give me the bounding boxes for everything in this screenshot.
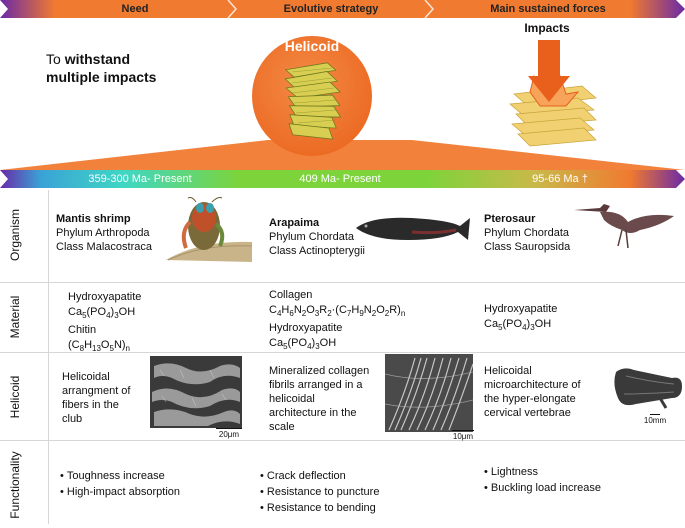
- scale-bar-10mm: 10mm: [640, 414, 670, 425]
- organism-name: Arapaima: [269, 217, 320, 229]
- functionality-item: Buckling load increase: [484, 480, 601, 496]
- need-text-pre: To: [46, 51, 65, 67]
- scale-bar-line: [650, 414, 660, 415]
- organism-pterosaur: Pterosaur Phylum Chordata Class Sauropsi…: [484, 212, 570, 254]
- functionality-item: Toughness increase: [60, 468, 180, 484]
- material-formula-chitin: (C8H13O5N)n: [68, 339, 130, 354]
- mantis-sem-image: [150, 356, 242, 428]
- need-text-bold2: multiple impacts: [46, 69, 157, 85]
- mantis-shrimp-image: [166, 197, 253, 262]
- helicoid-line: arrangment of: [62, 385, 131, 397]
- organism-class: Class Actinopterygii: [269, 245, 365, 257]
- row-label-helicoid: Helicoid: [8, 375, 22, 419]
- helicoid-line: cervical vertebrae: [484, 407, 571, 419]
- material-formula-ca5po43oh: Ca5(PO4)3OH: [269, 337, 337, 352]
- helicoid-line: Helicoidal: [62, 371, 110, 383]
- material-formula-ca5po43oh: Ca5(PO4)3OH: [484, 318, 552, 333]
- helicoid-line: architecture in the: [269, 407, 357, 419]
- scale-bar-line: [452, 430, 474, 431]
- era-label-3: 95-66 Ma †: [532, 173, 588, 185]
- helicoid-col1-text: Helicoidal arrangment of fibers in the c…: [62, 370, 130, 426]
- functionality-item: Resistance to puncture: [260, 484, 380, 500]
- row-divider-2: [0, 352, 685, 353]
- header-need: Need: [121, 3, 149, 15]
- label-column-divider: [48, 190, 49, 524]
- organism-phylum: Phylum Arthropoda: [56, 227, 150, 239]
- helicoid-line: fibers in the: [62, 399, 119, 411]
- need-text-bold1: withstand: [64, 51, 131, 67]
- organism-class: Class Malacostraca: [56, 241, 152, 253]
- helicoid-stack-icon: [284, 62, 342, 140]
- header-evolutive-strategy: Evolutive strategy: [283, 3, 379, 15]
- helicoid-funnel: [0, 36, 685, 188]
- helicoid-col2-text: Mineralized collagen fibrils arranged in…: [269, 364, 369, 434]
- material-col3: Hydroxyapatite Ca5(PO4)3OH: [484, 302, 557, 335]
- need-text: To withstand multiple impacts: [46, 50, 156, 86]
- functionality-item: Lightness: [484, 464, 601, 480]
- helicoid-line: helicoidal: [269, 393, 315, 405]
- row-label-functionality: Functionality: [8, 451, 22, 519]
- row-label-organism: Organism: [8, 209, 22, 262]
- helicoid-line: the hyper-elongate: [484, 393, 576, 405]
- functionality-item: High-impact absorption: [60, 484, 180, 500]
- functionality-item: Resistance to bending: [260, 500, 379, 516]
- organism-mantis-shrimp: Mantis shrimp Phylum Arthropoda Class Ma…: [56, 212, 152, 254]
- header-main-forces: Main sustained forces: [490, 3, 606, 15]
- circle-title: Helicoid: [284, 38, 340, 54]
- material-hydroxyapatite: Hydroxyapatite: [269, 322, 343, 335]
- scale-bar-label: 10mm: [643, 416, 667, 425]
- scale-bar-line: [216, 428, 242, 429]
- helicoid-line: Helicoidal: [484, 365, 532, 377]
- organism-phylum: Phylum Chordata: [269, 231, 354, 243]
- row-divider-3: [0, 440, 685, 441]
- scale-bar-20um: 20μm: [214, 428, 244, 439]
- functionality-col1: Toughness increase High-impact absorptio…: [60, 468, 180, 500]
- material-col2: Collagen C4H6N2O3R2·(C7H9N2O2R)n Hydroxy…: [269, 288, 405, 354]
- helicoid-line: club: [62, 413, 83, 425]
- helicoid-line: scale: [269, 421, 295, 433]
- helicoid-col3-text: Helicoidal microarchitecture of the hype…: [484, 364, 581, 420]
- organism-name: Mantis shrimp: [56, 213, 131, 225]
- functionality-col2: Crack deflection Resistance to puncture …: [260, 468, 380, 516]
- functionality-item: Crack deflection: [260, 468, 379, 484]
- vertebra-image: [614, 368, 682, 409]
- organism-arapaima: Arapaima Phylum Chordata Class Actinopte…: [269, 216, 365, 258]
- helicoid-line: Mineralized collagen: [269, 365, 370, 377]
- pterosaur-image: [574, 204, 674, 249]
- material-formula-ca5po43oh: Ca5(PO4)3OH: [68, 306, 136, 321]
- scale-bar-label: 10μm: [452, 432, 474, 441]
- row-divider-1: [0, 282, 685, 283]
- material-formula-collagen: C4H6N2O3R2·(C7H9N2O2R)n: [269, 304, 406, 319]
- impacts-title: Impacts: [524, 21, 570, 35]
- helicoid-line: microarchitecture of: [484, 379, 581, 391]
- scale-bar-10um: 10μm: [448, 430, 478, 441]
- material-col1: Hydroxyapatite Ca5(PO4)3OH Chitin (C8H13…: [68, 290, 141, 356]
- arapaima-image: [356, 217, 470, 240]
- material-hydroxyapatite: Hydroxyapatite: [484, 303, 558, 315]
- material-chitin: Chitin: [68, 324, 97, 337]
- era-label-1: 359-300 Ma- Present: [88, 173, 192, 185]
- material-hydroxyapatite: Hydroxyapatite: [68, 291, 142, 303]
- impacts-icon: [509, 40, 597, 147]
- organism-phylum: Phylum Chordata: [484, 227, 569, 239]
- organism-class: Class Sauropsida: [484, 241, 571, 253]
- organism-name: Pterosaur: [484, 213, 536, 225]
- era-label-2: 409 Ma- Present: [299, 173, 381, 185]
- header-band: [0, 0, 685, 19]
- scale-bar-label: 20μm: [218, 430, 240, 439]
- material-collagen: Collagen: [269, 289, 313, 301]
- arapaima-sem-image: [385, 354, 473, 432]
- helicoid-line: fibrils arranged in a: [269, 379, 363, 391]
- row-label-material: Material: [8, 295, 22, 339]
- functionality-col3: Lightness Buckling load increase: [484, 464, 601, 496]
